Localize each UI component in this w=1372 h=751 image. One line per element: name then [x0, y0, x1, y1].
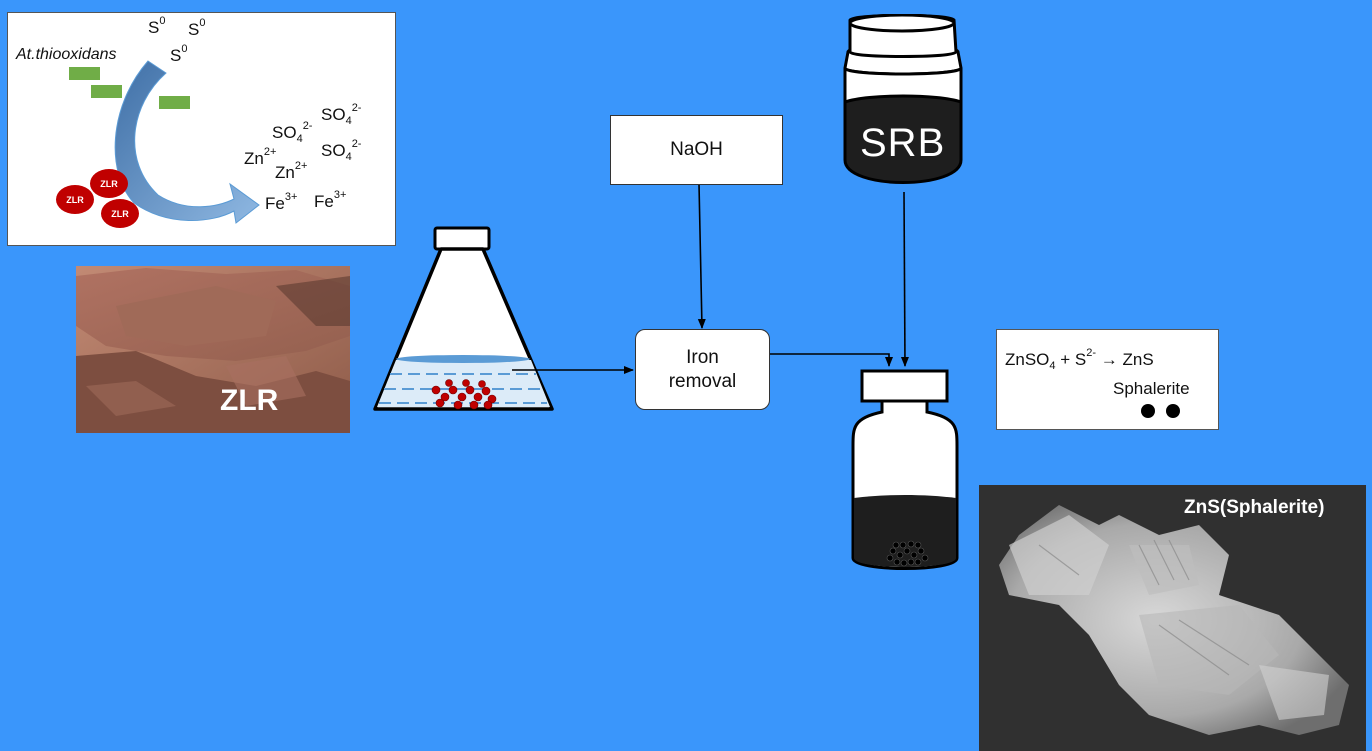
sulfate-label-3: SO42-: [321, 138, 362, 163]
srb-label: SRB: [860, 121, 946, 165]
precipitate-dots: [1141, 404, 1180, 418]
zns-sem-photo: ZnS(Sphalerite): [979, 485, 1366, 751]
iron-removal-line2: removal: [668, 370, 737, 392]
zlr-particle-3: ZLR: [101, 199, 139, 228]
zinc-ion-label-2: Zn2+: [275, 160, 308, 182]
bacterium-1: [69, 67, 100, 80]
sulfur-label-1: S0: [148, 15, 166, 37]
bacterium-2: [91, 85, 122, 98]
sulfate-label-1: SO42-: [321, 102, 362, 127]
mineral-name: Sphalerite: [1113, 379, 1190, 398]
zlr-photo: ZLR: [76, 266, 350, 433]
leaching-flask: [373, 226, 554, 411]
reaction-equation: ZnSO4 + S2- → ZnS: [1005, 347, 1154, 372]
iron-ion-label-1: Fe3+: [265, 191, 298, 213]
naoh-box: NaOH: [610, 115, 783, 185]
precipitation-reactor: [851, 369, 959, 570]
organism-label: At.thiooxidans: [16, 46, 117, 63]
sulfur-label-2: S0: [188, 17, 206, 39]
srb-to-reactor-arrow: [900, 191, 909, 367]
reactor-cap: [860, 369, 949, 403]
naoh-to-iron-arrow: [697, 183, 706, 329]
iron-to-reactor-arrow: [769, 353, 893, 367]
flask-particles: [431, 379, 497, 410]
iron-removal-line1: Iron: [686, 346, 719, 368]
bacterium-3: [159, 96, 190, 109]
sulfate-label-2: SO42-: [272, 120, 313, 145]
leaching-arrow: [114, 60, 260, 224]
zlr-particle-1: ZLR: [90, 169, 128, 198]
iron-removal-box: Iron removal: [635, 329, 770, 410]
iron-ion-label-2: Fe3+: [314, 189, 347, 211]
zlr-particle-2: ZLR: [56, 185, 94, 214]
reaction-equation-box: ZnSO4 + S2- → ZnS Sphalerite: [996, 329, 1219, 430]
zinc-ion-label-1: Zn2+: [244, 146, 277, 168]
zlr-residue-image: [76, 266, 350, 433]
reactor-precipitate: [886, 540, 929, 567]
zlr-photo-label: ZLR: [220, 384, 279, 417]
srb-jar: [843, 14, 963, 184]
bioleaching-panel: At.thiooxidans S0 S0 S0 SO42- SO42- SO42…: [7, 12, 396, 246]
sulfur-label-3: S0: [170, 43, 188, 65]
zns-crystal-image: [979, 485, 1366, 751]
zns-photo-label: ZnS(Sphalerite): [1184, 497, 1325, 518]
